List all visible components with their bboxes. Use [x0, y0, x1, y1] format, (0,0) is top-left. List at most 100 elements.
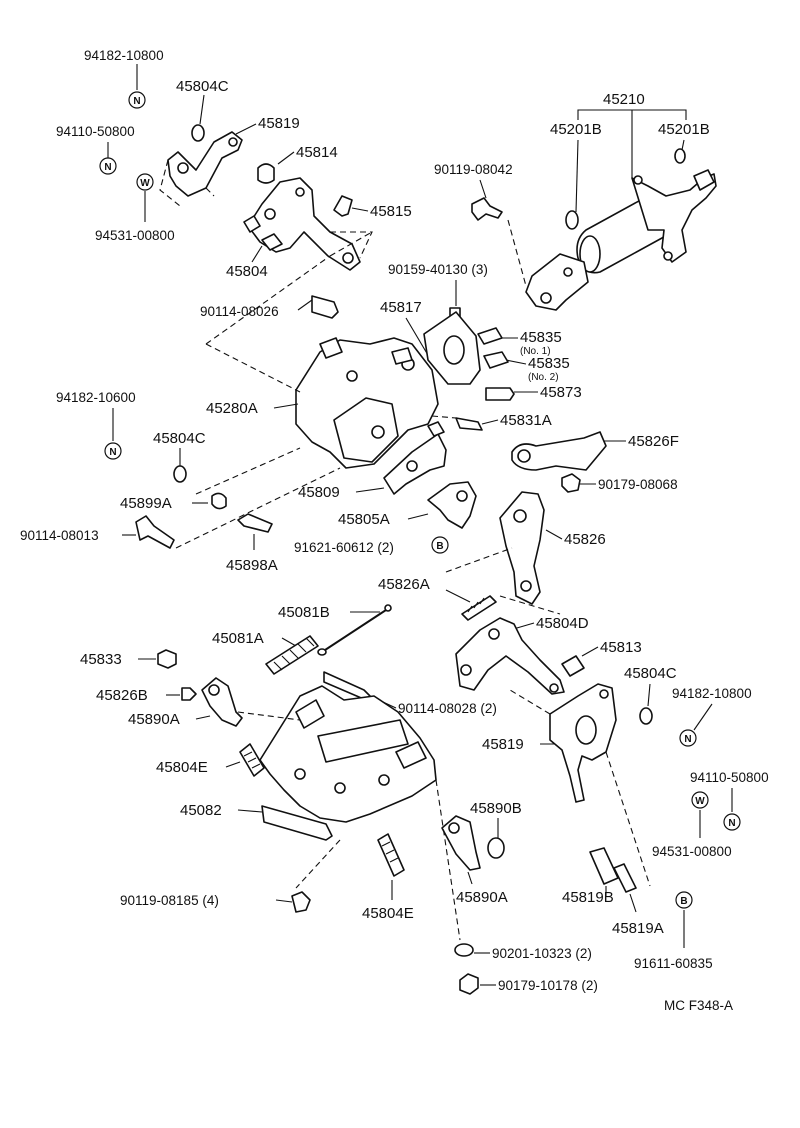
nut-90179-08068: [561, 473, 581, 493]
label-45804C-right: 45804C: [624, 665, 677, 682]
label-45280A: 45280A: [206, 400, 258, 417]
washer-90201-10323: [454, 943, 474, 957]
label-94182-10600: 94182-10600: [56, 390, 136, 405]
label-45826B: 45826B: [96, 687, 148, 704]
label-45081B: 45081B: [278, 604, 330, 621]
spring-45804E-bottom: [377, 833, 405, 877]
label-94182-10800-right: 94182-10800: [672, 686, 752, 701]
label-90159-40130: 90159-40130 (3): [388, 262, 488, 277]
block-45835-no1: [477, 327, 503, 345]
label-94182-10800-top-left: 94182-10800: [84, 48, 164, 63]
plate-45815: [333, 195, 353, 217]
label-45873: 45873: [540, 384, 582, 401]
label-45890A-bottom: 45890A: [456, 889, 508, 906]
nut-45833: [157, 649, 177, 669]
badge-n-icon: [99, 157, 117, 175]
bracket-45804D: [455, 617, 565, 695]
nut-90179-10178: [459, 973, 479, 995]
label-94110-50800-top-left: 94110-50800: [56, 124, 135, 139]
collar-45813: [561, 655, 585, 677]
svg-text:W: W: [695, 796, 705, 807]
label-45804C-top: 45804C: [176, 78, 229, 95]
label-45805A: 45805A: [338, 511, 390, 528]
label-45804: 45804: [226, 263, 268, 280]
bolt-90119-08185: [291, 891, 311, 913]
badge-b-icon: [675, 891, 693, 909]
label-45201B-left: 45201B: [550, 121, 602, 138]
label-45814: 45814: [296, 144, 338, 161]
snap-ring-45201B-right: [674, 148, 686, 164]
group-right-lower: 94110-50800 N W 94531-00800 45819B 45819…: [509, 683, 769, 1013]
label-90201-10323: 90201-10323 (2): [492, 946, 592, 961]
washer-45804C-mid: [173, 465, 187, 483]
group-center-upper: 90159-40130 (3) 90114-08026 45817 45835 …: [20, 231, 679, 574]
label-45899A: 45899A: [120, 495, 172, 512]
svg-text:B: B: [436, 541, 443, 552]
label-90114-08026: 90114-08026: [200, 304, 279, 319]
svg-text:N: N: [684, 734, 691, 745]
universal-joint-45210: [525, 253, 589, 311]
diagram-code: MC F348-A: [664, 998, 733, 1013]
label-45835-no1-sub: (No. 1): [520, 346, 551, 357]
svg-text:N: N: [109, 447, 116, 458]
label-45804C-mid: 45804C: [153, 430, 206, 447]
yoke-45210: [631, 173, 717, 263]
bushing-45899A: [211, 492, 227, 510]
label-45890A-left: 45890A: [128, 711, 180, 728]
label-45826F: 45826F: [628, 433, 679, 450]
label-45835-no2: 45835: [528, 355, 570, 372]
snap-ring-45201B-left: [565, 210, 579, 230]
label-45081A: 45081A: [212, 630, 264, 647]
badge-w-icon: [136, 173, 154, 191]
label-45890B: 45890B: [470, 800, 522, 817]
bolt-90114-08026: [311, 295, 339, 319]
label-45804D: 45804D: [536, 615, 589, 632]
label-45826: 45826: [564, 531, 606, 548]
bolt-90114-08013: [135, 515, 175, 549]
group-top-left: 94182-10800 N 45804C 45819 94110-50800 N…: [56, 48, 412, 345]
brace-45082: [261, 805, 333, 841]
label-94531-00800-right: 94531-00800: [652, 844, 732, 859]
label-90179-10178: 90179-10178 (2): [498, 978, 598, 993]
svg-text:N: N: [104, 162, 111, 173]
bolt-45831A: [455, 417, 483, 431]
pin-45826B: [181, 687, 197, 701]
label-45201B-right: 45201B: [658, 121, 710, 138]
label-45815: 45815: [370, 203, 412, 220]
label-90119-08042: 90119-08042: [434, 162, 513, 177]
label-45804E-bottom: 45804E: [362, 905, 414, 922]
label-45835-no1: 45835: [520, 329, 562, 346]
label-45898A: 45898A: [226, 557, 278, 574]
label-45082: 45082: [180, 802, 222, 819]
label-90114-08013: 90114-08013: [20, 528, 99, 543]
badge-n-icon: [104, 442, 122, 460]
bolt-45873: [485, 387, 515, 401]
label-45833: 45833: [80, 651, 122, 668]
label-45813: 45813: [600, 639, 642, 656]
badge-w-icon: [691, 791, 709, 809]
pin-45819B: [589, 847, 619, 885]
svg-text:N: N: [133, 96, 140, 107]
bushing-45814: [257, 163, 275, 184]
label-45210: 45210: [603, 91, 645, 108]
badge-b-icon: [431, 536, 449, 554]
label-45819-top: 45819: [258, 115, 300, 132]
lever-45826F: [511, 431, 607, 471]
svg-text:B: B: [680, 896, 687, 907]
label-94531-00800-top-left: 94531-00800: [95, 228, 175, 243]
label-45819B: 45819B: [562, 889, 614, 906]
label-91621-60612: 91621-60612 (2): [294, 540, 394, 555]
bushing-45890B: [487, 837, 505, 859]
label-94110-50800-right: 94110-50800: [690, 770, 769, 785]
lever-45826: [499, 491, 545, 605]
label-45819A: 45819A: [612, 920, 664, 937]
label-45804E-left: 45804E: [156, 759, 208, 776]
block-45835-no2: [483, 351, 509, 369]
label-45817: 45817: [380, 299, 422, 316]
lever-45819-top: [167, 131, 243, 197]
badge-n-icon: [723, 813, 741, 831]
label-45826A: 45826A: [378, 576, 430, 593]
spring-45826A: [461, 595, 497, 621]
group-top-right: 45210 45201B 45201B 90119-08042: [434, 91, 717, 311]
